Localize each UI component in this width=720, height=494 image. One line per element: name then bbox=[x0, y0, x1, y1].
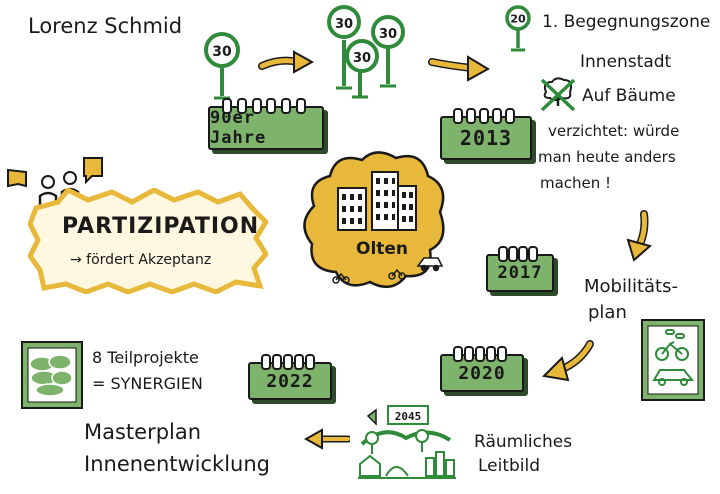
arrow-right-icon bbox=[428, 55, 490, 82]
speed-30-text: 30 bbox=[379, 27, 397, 42]
mobility-title-2: plan bbox=[588, 302, 627, 323]
participation-burst bbox=[28, 188, 268, 294]
mobility-title-1: Mobilitäts- bbox=[584, 276, 678, 297]
leitbild-title-2: Leitbild bbox=[478, 456, 541, 476]
calendar-label: 90er Jahre bbox=[210, 108, 267, 148]
note-verzichtet: verzichtet: würde bbox=[548, 122, 680, 140]
note-machen: machen ! bbox=[540, 174, 612, 192]
participation-title: PARTIZIPATION bbox=[62, 214, 260, 239]
note-heute-anders: man heute anders bbox=[538, 148, 676, 166]
calendar-label: 2013 bbox=[459, 126, 513, 150]
teilprojekte-title-1: 8 Teilprojekte bbox=[92, 348, 199, 367]
calendar-90er-jahre: 90er Jahre bbox=[208, 98, 324, 150]
note-begegnungszone: 1. Begegnungszone bbox=[542, 12, 711, 32]
note-innenstadt: Innenstadt bbox=[580, 52, 672, 72]
participation-subtitle: → fördert Akzeptanz bbox=[70, 252, 212, 268]
speed-30-text: 30 bbox=[353, 51, 371, 66]
calendar-2020: 2020 bbox=[440, 346, 524, 392]
olten-city-illustration: Olten bbox=[303, 151, 445, 289]
crossed-tree-icon bbox=[540, 77, 576, 112]
leitbild-illustration: 2045 bbox=[358, 405, 456, 479]
speed-sign-cluster: 30 30 30 bbox=[327, 5, 405, 99]
calendar-2022: 2022 bbox=[248, 354, 332, 400]
calendar-2017: 2017 bbox=[486, 246, 554, 292]
teilprojekte-title-2: = SYNERGIEN bbox=[92, 374, 203, 393]
calendar-label: 2022 bbox=[266, 370, 314, 392]
author-name: Lorenz Schmid bbox=[28, 14, 183, 38]
calendar-label: 2017 bbox=[497, 263, 543, 283]
teilprojekte-document bbox=[21, 341, 83, 409]
mobility-plan-document bbox=[641, 319, 705, 401]
masterplan-title-1: Masterplan bbox=[84, 420, 202, 444]
arrow-down-icon bbox=[626, 210, 653, 262]
speed-20-text: 20 bbox=[510, 13, 526, 26]
speed-sign-20: 20 bbox=[505, 5, 531, 52]
arrow-left-down-icon bbox=[541, 340, 594, 382]
masterplan-title-2: Innenentwicklung bbox=[84, 452, 271, 476]
calendar-label: 2020 bbox=[458, 362, 506, 384]
arrow-right-icon bbox=[258, 50, 314, 74]
speed-sign-30-single: 30 bbox=[204, 32, 240, 100]
note-auf-baeume: Auf Bäume bbox=[582, 86, 676, 106]
calendar-2013: 2013 bbox=[440, 108, 532, 160]
speed-30-text: 30 bbox=[212, 44, 232, 60]
city-label: Olten bbox=[356, 239, 408, 259]
leitbild-year: 2045 bbox=[395, 410, 422, 423]
leitbild-title-1: Räumliches bbox=[474, 432, 573, 452]
speed-30-text: 30 bbox=[335, 17, 353, 32]
arrow-left-icon bbox=[304, 428, 350, 450]
